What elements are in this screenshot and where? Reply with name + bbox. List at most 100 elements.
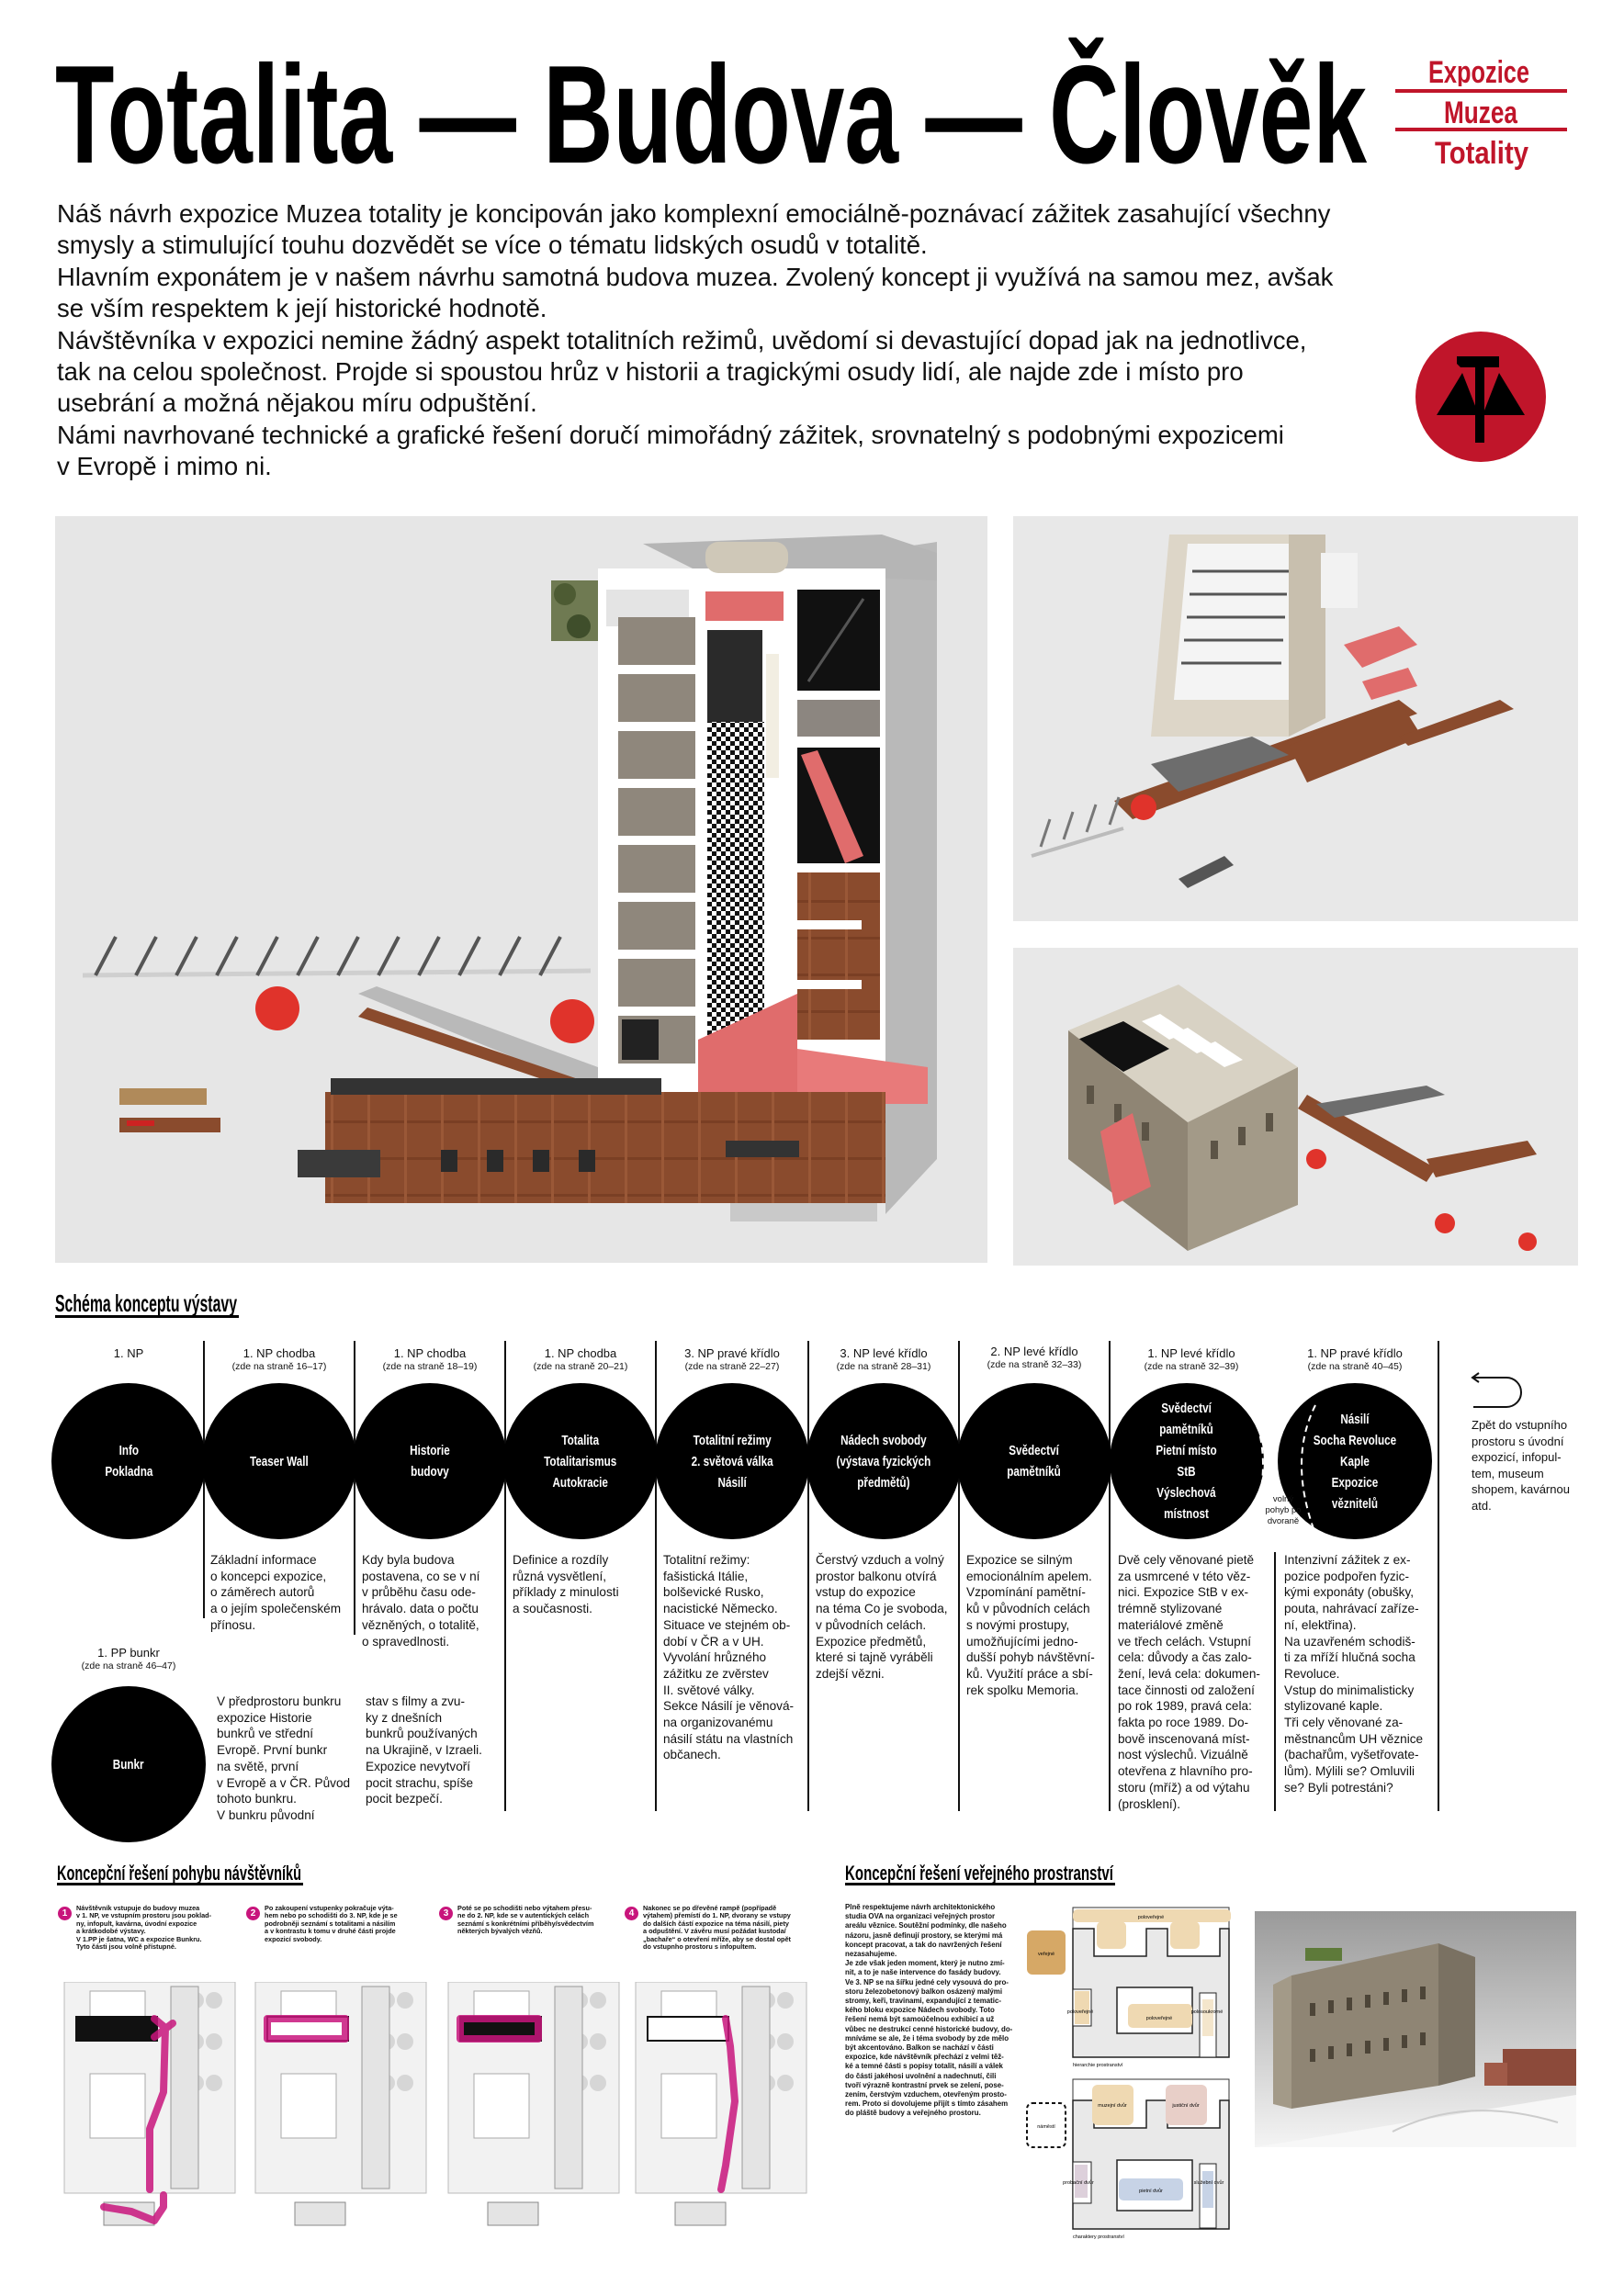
schema-heading: Schéma konceptu výstavy (55, 1289, 239, 1318)
public-space-diagrams: veřejné poloveřejné poloveřejné poloveře… (1026, 1907, 1231, 2240)
tree-icon (206, 1992, 222, 2009)
station-description: Dvě cely věnované pietě za usmrcené v té… (1118, 1553, 1260, 1811)
svg-text:muzejní dvůr: muzejní dvůr (1098, 2102, 1127, 2109)
public-space-paragraph: Plně respektujeme návrh architektonickéh… (845, 1903, 1013, 2118)
public-space-heading: Koncepční řešení veřejného prostranství (845, 1862, 1115, 1885)
street-view-render (1255, 1911, 1576, 2147)
column-floor-label: 1. PP bunkr(zde na straně 46–47) (81, 1646, 176, 1671)
visitor-path (264, 2015, 349, 2043)
red-disc-marker (1306, 1149, 1326, 1169)
red-disc-marker (1518, 1232, 1537, 1251)
column-divider (354, 1341, 355, 1635)
column-floor-label: 3. NP pravé křídlo(zde na straně 22–27) (684, 1346, 780, 1372)
bunker-plan (294, 2201, 346, 2226)
isometric-building-illustration (1068, 985, 1537, 1251)
step-text: Poté se po schodišti nebo výtahem přesu-… (457, 1904, 594, 1936)
station-circle: Totalita Totalitarismus Autokracie (503, 1383, 658, 1539)
tree-icon (777, 1992, 794, 2009)
column-divider (807, 1341, 809, 1811)
tree-icon (590, 1992, 606, 2009)
column-floor-label: 1. NP chodba(zde na straně 18–19) (382, 1346, 478, 1372)
svg-text:Expozice: Expozice (1428, 55, 1529, 86)
svg-text:Schéma konceptu výstavy: Schéma konceptu výstavy (55, 1289, 237, 1317)
tree-icon (777, 2075, 794, 2091)
neighbour-building (741, 1986, 771, 2189)
red-disc-marker (1435, 1213, 1455, 1233)
prison-cells (618, 617, 695, 1064)
tree-icon (206, 2075, 222, 2091)
intro-paragraph: Náš návrh expozice Muzea totality je kon… (57, 199, 1334, 481)
station-description: Čerstvý vzduch a volný prostor balkonu o… (816, 1553, 948, 1681)
logo-divider (1395, 128, 1567, 131)
station-circle: Historie budovy (353, 1383, 507, 1539)
station-description: Intenzivní zážitek z ex- pozice podpořen… (1284, 1553, 1424, 1795)
station-description: Kdy byla budova postavena, co se v ní v … (362, 1553, 480, 1649)
tree-icon (397, 2033, 413, 2050)
outdoor-fence (82, 936, 592, 978)
svg-text:charaktery prostranství: charaktery prostranství (1073, 2234, 1124, 2240)
step-number-badge: 4 (625, 1907, 638, 1920)
courtyard (280, 2073, 337, 2139)
station-circle: Nádech svobody (výstava fyzických předmě… (806, 1383, 961, 1539)
neighbour-building (554, 1986, 583, 2189)
svg-text:poloveřejné: poloveřejné (1146, 2016, 1172, 2021)
station-circle: Násilí Socha Revoluce Kaple Expozice věz… (1278, 1383, 1432, 1539)
logo-divider (1395, 89, 1567, 93)
station-circle: Totalitní režimy 2. světová válka Násilí (655, 1383, 809, 1539)
column-floor-label: 2. NP levé křídlo(zde na straně 32–33) (987, 1345, 1082, 1370)
step-number-badge: 2 (246, 1907, 260, 1920)
station-circle: Bunkr (51, 1686, 206, 1842)
visitor-path (100, 2015, 176, 2224)
floor-plan-step-3 (446, 1982, 621, 2257)
svg-text:Koncepční řešení pohybu návště: Koncepční řešení pohybu návštěvníků (57, 1862, 301, 1885)
isometric-building-illustration (1031, 535, 1514, 888)
svg-text:probační dvůr: probační dvůr (1063, 2179, 1094, 2186)
neighbour-building (170, 1986, 199, 2189)
courtyard (89, 2073, 146, 2139)
building-aerial-render-2 (1013, 948, 1578, 1266)
free-movement-note: volný pohyb po dvoraně (1265, 1494, 1302, 1526)
column-divider (655, 1341, 657, 1811)
column-divider (1438, 1341, 1439, 1811)
red-disc-marker (550, 999, 594, 1043)
step-text: Nakonec se po dřevěné rampě (popřípadě v… (643, 1904, 791, 1952)
courtyard (473, 1990, 530, 2020)
column-floor-label: 1. NP pravé křídlo(zde na straně 40–45) (1307, 1346, 1403, 1372)
station-description: Definice a rozdíly různá vysvětlení, pří… (513, 1553, 619, 1616)
floor-plan-step-1 (62, 1982, 237, 2257)
column-divider (1274, 1552, 1276, 1811)
column-floor-label: 1. NP levé křídlo(zde na straně 32–39) (1144, 1346, 1239, 1372)
station-description: Totalitní režimy: fašistická Itálie, bol… (663, 1553, 795, 1762)
prison-building (647, 2016, 729, 2042)
courtyard (89, 1990, 146, 2020)
step-text: Návštěvník vstupuje do budovy muzea v 1.… (76, 1904, 212, 1952)
station-circle: Svědectví pamětníků (957, 1383, 1111, 1539)
tree-icon (206, 2033, 222, 2050)
svg-text:Muzea: Muzea (1444, 96, 1518, 127)
step-number-badge: 3 (439, 1907, 453, 1920)
logo-word-muzea: Muzea (1444, 96, 1518, 127)
neighbour-building (361, 1986, 390, 2189)
column-divider (958, 1341, 960, 1811)
station-description: Expozice se silným emocionálním apelem. … (966, 1553, 1095, 1697)
building-cutaway-illustration (82, 535, 937, 1221)
courtyard (280, 1990, 337, 2020)
page-title: Totalita — Budova — Člověk (55, 37, 1367, 174)
svg-text:poloveřejné: poloveřejné (1138, 1915, 1164, 1920)
station-description: stav s filmy a zvu- ky z dnešních bunkrů… (366, 1694, 482, 1806)
courtyard (660, 2073, 717, 2139)
station-circle: Svědectví pamětníků Pietní místo StB Výs… (1110, 1383, 1264, 1539)
floor-plan-step-4 (634, 1982, 808, 2257)
building-aerial-render-1 (1013, 516, 1578, 921)
page-title-text: Totalita — Budova — Člověk (55, 37, 1367, 174)
prison-building (75, 2016, 158, 2042)
column-floor-label: 1. NP chodba(zde na straně 16–17) (231, 1346, 327, 1372)
return-note: Zpět do vstupního prostoru s úvodní expo… (1472, 1418, 1570, 1513)
red-disc-marker (1131, 794, 1156, 820)
free-movement-dashed-arcs (1248, 1404, 1316, 1535)
building-section-render (55, 516, 987, 1263)
return-arrow-icon (1471, 1372, 1522, 1408)
svg-text:služební dvůr: služební dvůr (1194, 2179, 1224, 2186)
column-floor-label: 3. NP levé křídlo(zde na straně 28–31) (836, 1346, 931, 1372)
station-circle: Teaser Wall (202, 1383, 356, 1539)
